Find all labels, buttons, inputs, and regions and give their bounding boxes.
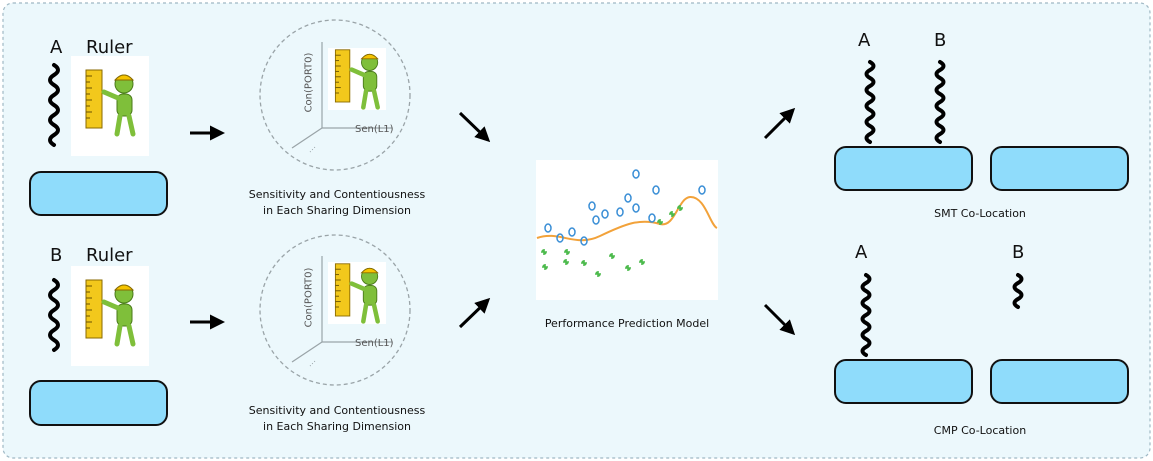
arrow-model-to-smt — [763, 107, 796, 140]
program-b-letter: B — [50, 245, 63, 266]
model-caption: Performance Prediction Model — [544, 317, 710, 330]
model-star-mark — [625, 265, 631, 271]
model-star-mark — [657, 219, 663, 225]
thread-wave-b — [48, 278, 60, 352]
axis-y-label-bottom: Con(PORT0) — [303, 267, 315, 328]
thread-wave-a — [48, 63, 60, 147]
model-star-mark — [563, 259, 569, 265]
model-circle-mark — [601, 209, 609, 219]
ruler-worker-image-b — [71, 266, 149, 366]
program-a-letter: A — [50, 37, 63, 58]
model-star-mark — [677, 205, 683, 211]
smt-thread-a — [864, 60, 876, 144]
core-a — [29, 171, 168, 216]
model-circle-mark — [544, 223, 552, 233]
arrow-top-to-model — [458, 111, 491, 143]
model-circle-mark — [698, 185, 706, 195]
model-star-mark — [564, 249, 570, 255]
cmp-thread-a — [860, 273, 872, 357]
sensitivity-caption-bottom-line1: Sensitivity and Contentiousness — [248, 404, 426, 417]
axis-y-label-top: Con(PORT0) — [303, 52, 315, 113]
model-circle-mark — [588, 201, 596, 211]
model-star-mark — [581, 260, 587, 266]
smt-label-b: B — [934, 30, 947, 51]
sensitivity-plot-top — [259, 19, 411, 171]
arrow-model-to-cmp — [763, 303, 796, 336]
core-b — [29, 380, 168, 426]
model-circle-mark — [624, 193, 632, 203]
sensitivity-caption-bottom-line2: in Each Sharing Dimension — [263, 420, 411, 433]
cmp-label-b: B — [1012, 242, 1025, 263]
ruler-worker-image-a — [71, 56, 149, 156]
model-star-mark — [541, 249, 547, 255]
model-star-mark — [595, 271, 601, 277]
axis-x-label-top: Sen(L1) — [355, 124, 394, 135]
model-circle-mark — [652, 185, 660, 195]
sensitivity-plot-bottom — [259, 234, 411, 386]
arrow-bottom-to-model — [458, 297, 491, 329]
model-circle-mark — [556, 233, 564, 243]
model-star-mark — [609, 253, 615, 259]
model-star-mark — [542, 264, 548, 270]
model-circle-mark — [616, 207, 624, 217]
smt-thread-b — [934, 60, 946, 144]
sensitivity-caption-top-line1: Sensitivity and Contentiousness — [248, 188, 426, 201]
model-data-marks — [541, 169, 706, 277]
sensitivity-caption-bottom: Sensitivity and Contentiousness in Each … — [232, 403, 442, 435]
model-circle-mark — [580, 236, 588, 246]
smt-core-1 — [834, 146, 973, 191]
axis-x-label-bottom: Sen(L1) — [355, 338, 394, 349]
model-circle-mark — [632, 203, 640, 213]
cmp-core-2 — [990, 359, 1129, 404]
model-star-mark — [639, 259, 645, 265]
smt-label-a: A — [858, 30, 871, 51]
smt-core-2 — [990, 146, 1129, 191]
program-b-ruler-label: Ruler — [86, 245, 133, 266]
model-circle-mark — [648, 213, 656, 223]
cmp-core-1 — [834, 359, 973, 404]
model-circle-mark — [632, 169, 640, 179]
model-circle-mark — [592, 215, 600, 225]
sensitivity-caption-top: Sensitivity and Contentiousness in Each … — [232, 187, 442, 219]
prediction-model-plot — [536, 160, 718, 300]
sensitivity-caption-top-line2: in Each Sharing Dimension — [263, 204, 411, 217]
smt-caption: SMT Co-Location — [934, 207, 1026, 220]
model-circle-mark — [568, 227, 576, 237]
cmp-label-a: A — [855, 242, 868, 263]
model-star-mark — [669, 211, 675, 217]
cmp-caption: CMP Co-Location — [933, 424, 1027, 437]
program-a-ruler-label: Ruler — [86, 37, 133, 58]
cmp-thread-b — [1012, 273, 1024, 309]
